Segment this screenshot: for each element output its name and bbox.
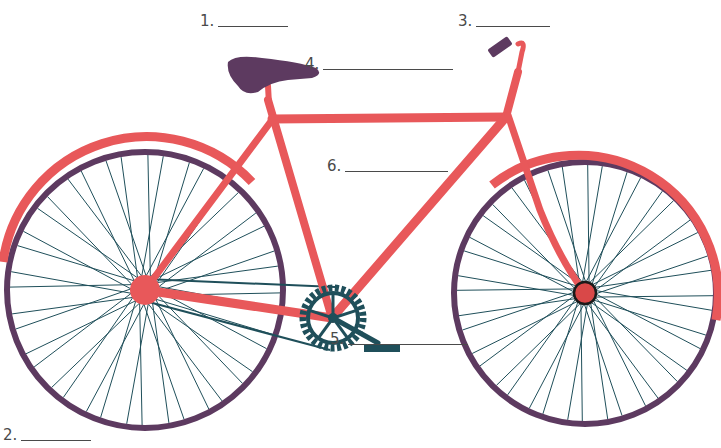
front-hub [574, 282, 596, 304]
rear-wheel-rim [7, 152, 283, 428]
callout-number: 4. [305, 55, 319, 73]
answer-blank-line [345, 157, 448, 172]
callout-label: 6. [327, 157, 448, 175]
handle-grip [487, 36, 512, 58]
bicycle-frame [145, 43, 585, 318]
rear-wheel-spokes [10, 155, 280, 425]
callout-label: 5. [330, 330, 468, 348]
answer-blank-line [476, 12, 550, 27]
down-tube [332, 117, 506, 318]
chain [145, 279, 335, 287]
front-fender [492, 155, 718, 320]
seat-post [268, 86, 269, 104]
callout-label: 2. [3, 426, 91, 444]
head-tube [506, 72, 518, 117]
answer-blank-line [348, 330, 468, 345]
callout-label: 3. [458, 12, 550, 30]
answer-blank-line [218, 12, 288, 27]
callout-label: 4. [305, 55, 453, 73]
seat-stay [145, 120, 272, 290]
callout-number: 2. [3, 426, 17, 444]
wheel-spokes [457, 165, 713, 421]
callout-number: 3. [458, 12, 472, 30]
handlebar [518, 43, 523, 72]
callout-number: 5. [330, 330, 344, 348]
answer-blank-line [21, 426, 91, 441]
callout-number: 6. [327, 157, 341, 175]
front-wheel-spokes [457, 165, 713, 421]
top-tube [272, 117, 506, 119]
wheel-spokes [10, 155, 280, 425]
answer-blank-line [323, 55, 453, 70]
rear-hub [130, 275, 160, 305]
callout-number: 1. [200, 12, 214, 30]
seat-tube [268, 100, 332, 318]
pedal [364, 345, 400, 352]
front-fork [508, 115, 585, 293]
callout-label: 1. [200, 12, 288, 30]
